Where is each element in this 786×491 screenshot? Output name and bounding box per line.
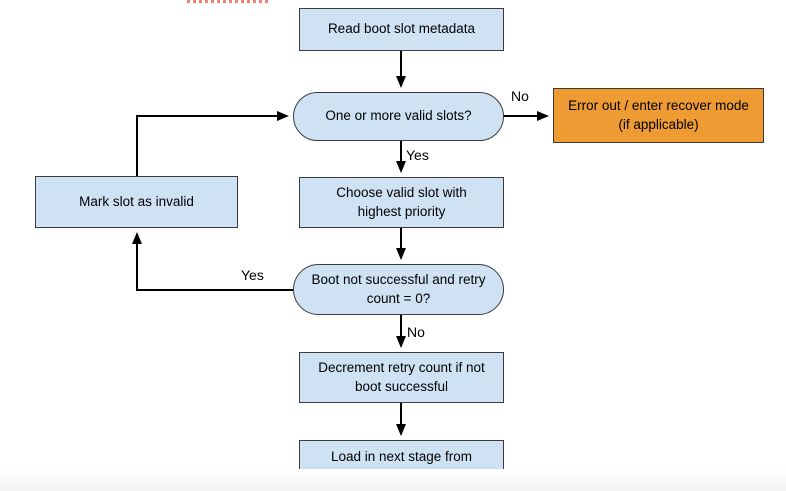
node-mark-slot-invalid: Mark slot as invalid [35,176,238,228]
node-label: Load in next stage from active slot and … [330,449,473,483]
node-label: Boot not successful and retry count = 0? [311,271,486,306]
edge-label-no: No [511,88,529,104]
edge-label-no: No [407,324,425,340]
node-decision-boot-retry: Boot not successful and retry count = 0? [293,264,504,315]
node-choose-valid-slot: Choose valid slot with highest priority [299,177,504,228]
edge-label-yes: Yes [241,267,264,283]
edge-mark-to-valid [136,111,289,177]
red-dotted-line-artifact [187,0,271,3]
node-decrement-retry-count: Decrement retry count if not boot succes… [299,352,504,403]
edge-label-yes: Yes [406,147,429,163]
node-label: Decrement retry count if not boot succes… [318,359,485,394]
edge-retry-yes-to-mark [132,232,293,291]
node-label: Mark slot as invalid [79,193,194,209]
node-decision-valid-slots: One or more valid slots? [293,92,504,141]
node-error-out-recover-mode: Error out / enter recover mode (if appli… [553,88,764,143]
node-label: Error out / enter recover mode (if appli… [568,97,749,132]
node-label: One or more valid slots? [325,108,472,124]
node-label: Read boot slot metadata [327,21,476,37]
node-load-next-stage: Load in next stage from active slot and … [299,440,504,491]
node-read-boot-slot-metadata: Read boot slot metadata [299,8,504,51]
node-label: Choose valid slot with highest priority [336,184,467,219]
